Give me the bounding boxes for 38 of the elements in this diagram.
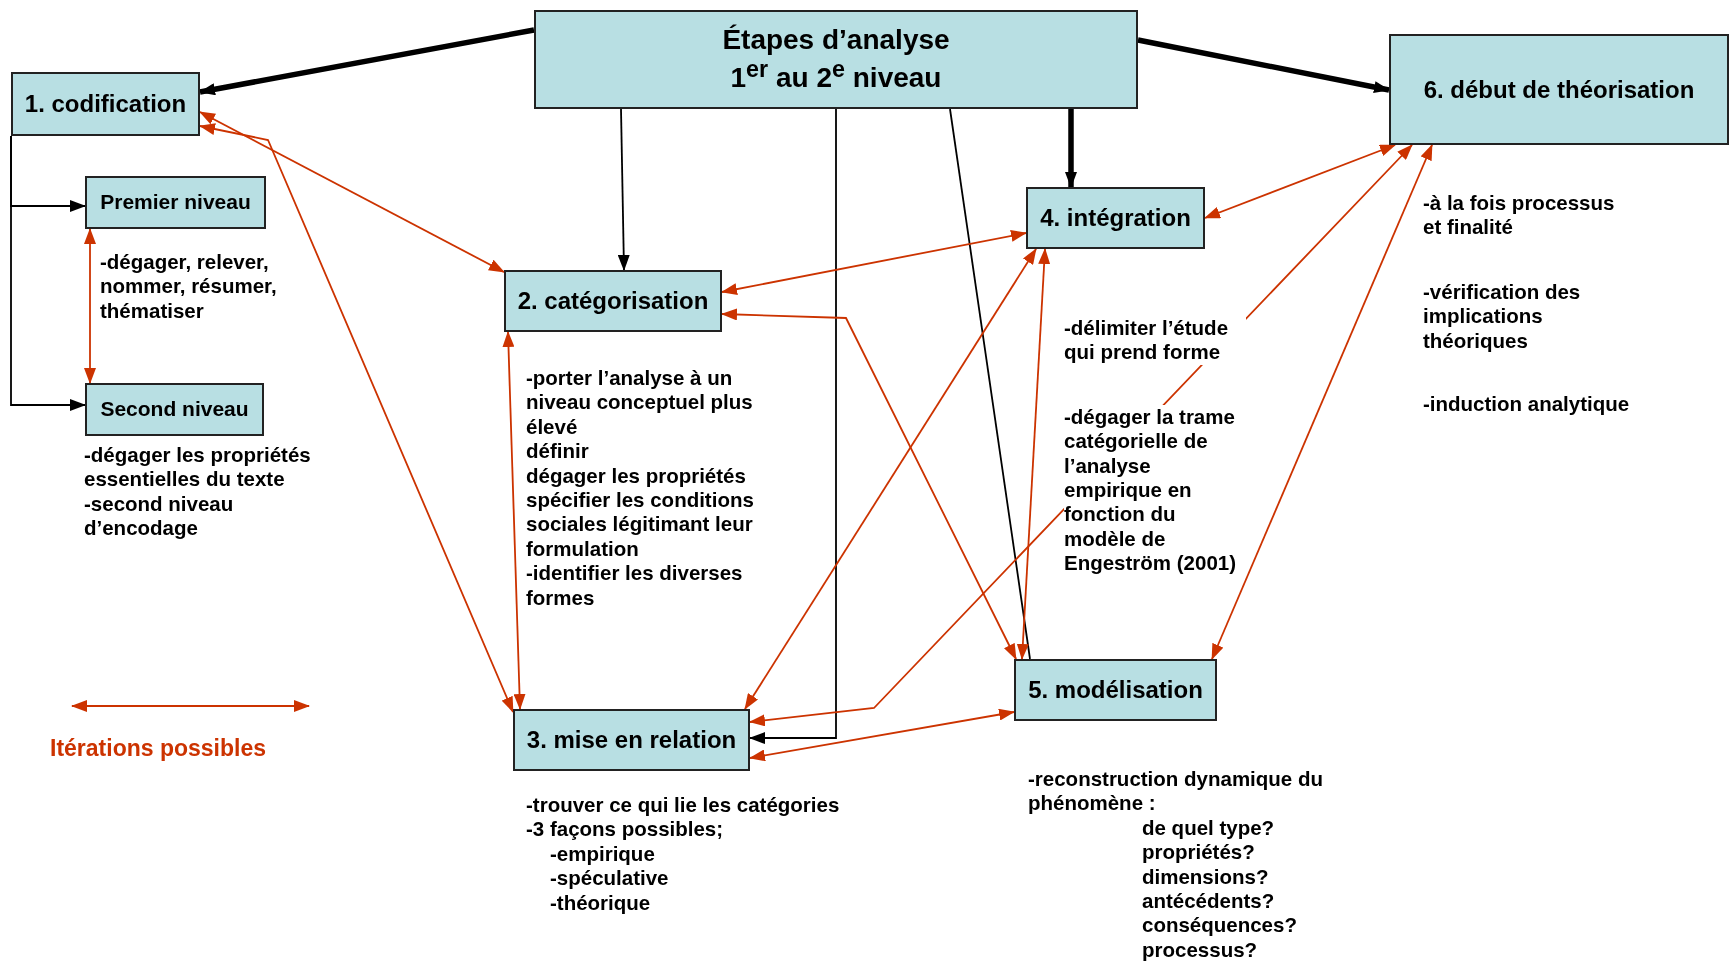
step-title: 1. codification bbox=[24, 90, 187, 118]
arrow bbox=[744, 248, 1037, 710]
step-box bbox=[1389, 34, 1729, 145]
arrow bbox=[721, 229, 1027, 296]
step-box bbox=[504, 270, 722, 332]
step-box bbox=[513, 709, 750, 771]
arrow bbox=[1137, 37, 1390, 93]
step-title: 5. modélisation bbox=[1028, 676, 1203, 704]
arrow bbox=[199, 27, 535, 96]
step-box bbox=[1014, 659, 1217, 721]
arrow bbox=[502, 331, 526, 710]
step-box bbox=[85, 176, 266, 229]
arrow bbox=[199, 123, 514, 713]
arrow bbox=[199, 111, 505, 273]
arrow bbox=[1204, 144, 1396, 219]
step-box bbox=[1026, 187, 1205, 249]
step-title: Premier niveau bbox=[100, 190, 251, 215]
step-box bbox=[85, 383, 264, 436]
step-title: 3. mise en relation bbox=[526, 726, 737, 754]
step-box bbox=[11, 72, 200, 136]
legend-label: Itérations possibles bbox=[50, 735, 266, 762]
arrow bbox=[1016, 248, 1051, 660]
arrow bbox=[84, 228, 96, 384]
arrow bbox=[617, 108, 630, 271]
connector-line bbox=[949, 108, 1031, 660]
arrow bbox=[749, 708, 1015, 762]
arrow bbox=[749, 108, 837, 744]
arrow bbox=[1065, 109, 1077, 188]
arrow bbox=[1211, 144, 1433, 660]
step-title: Étapes d’analyse 1$^{er}$ au 2$^{e}$ niveau bbox=[721, 24, 951, 95]
note-text: -délimiter l’étude qui prend forme bbox=[1064, 316, 1246, 365]
step-title: Second niveau bbox=[100, 397, 249, 422]
step-title: 2. catégorisation bbox=[517, 287, 709, 315]
step-box bbox=[534, 10, 1138, 109]
arrow bbox=[721, 308, 1017, 660]
step-title: 6. début de théorisation bbox=[1423, 75, 1695, 104]
arrow bbox=[10, 135, 86, 411]
step-title: 4. intégration bbox=[1040, 204, 1191, 232]
